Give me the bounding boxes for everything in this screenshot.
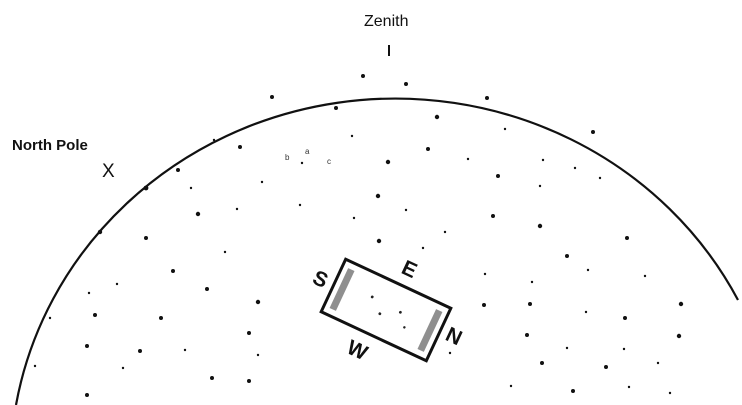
star-dot: [623, 316, 627, 320]
star-dot: [116, 283, 118, 285]
star-dot: [34, 365, 36, 367]
star-dot: [449, 352, 451, 354]
star-dot: [210, 376, 214, 380]
star-dot: [540, 361, 544, 365]
star-dot: [184, 349, 186, 351]
star-dot: [528, 302, 532, 306]
star-dot: [623, 348, 625, 350]
star-dot: [334, 106, 338, 110]
zenith-label: Zenith: [364, 13, 408, 31]
star-dot: [485, 96, 489, 100]
star-dot: [525, 333, 529, 337]
star-dot: [138, 349, 142, 353]
star-dot: [171, 269, 175, 273]
star-dot: [93, 313, 97, 317]
star-dot: [571, 389, 575, 393]
sky-dome-arc: [16, 99, 738, 405]
star-dot: [144, 236, 148, 240]
star-dot: [176, 168, 180, 172]
star-dot: [604, 365, 608, 369]
star-dot: [256, 300, 260, 304]
star-dot: [85, 344, 89, 348]
star-dot: [496, 174, 500, 178]
star-dot: [538, 224, 542, 228]
star-dot: [238, 145, 242, 149]
star-dot: [422, 247, 424, 249]
star-dot: [566, 347, 568, 349]
star-dot: [270, 95, 274, 99]
star-dot: [361, 74, 365, 78]
star-label-b: b: [285, 153, 289, 162]
star-dot: [144, 186, 149, 191]
star-dot: [531, 281, 533, 283]
star-dot: [482, 303, 486, 307]
star-dot: [669, 392, 671, 394]
star-dot: [261, 181, 263, 183]
star-dot: [257, 354, 259, 356]
star-dot: [386, 160, 390, 164]
star-dot: [587, 269, 589, 271]
star-dot: [426, 147, 430, 151]
star-dot: [574, 167, 576, 169]
north-pole-marker: X: [102, 161, 115, 183]
star-dot: [224, 251, 226, 253]
star-dot: [353, 217, 355, 219]
star-dot: [435, 115, 439, 119]
star-dot: [591, 130, 595, 134]
star-dot: [205, 287, 209, 291]
star-dot: [196, 212, 200, 216]
star-dot: [88, 292, 90, 294]
star-label-c: c: [327, 157, 331, 166]
star-dot: [122, 367, 124, 369]
star-dot: [190, 187, 192, 189]
star-dot: [625, 236, 629, 240]
star-dot: [504, 128, 506, 130]
star-dot: [299, 204, 301, 206]
star-label-a: a: [305, 147, 309, 156]
star-dot: [539, 185, 541, 187]
star-dot: [585, 311, 587, 313]
star-dot: [510, 385, 512, 387]
star-dot: [565, 254, 569, 258]
star-dot: [98, 230, 102, 234]
star-dot: [377, 239, 381, 243]
star-dot: [376, 194, 380, 198]
star-dot: [159, 316, 163, 320]
star-dot: [542, 159, 544, 161]
field-of-view-card: [321, 259, 451, 361]
star-dot: [491, 214, 495, 218]
star-dot: [213, 139, 215, 141]
star-dot: [677, 334, 681, 338]
star-dot: [404, 82, 408, 86]
north-pole-label: North Pole: [12, 137, 88, 154]
star-dot: [444, 231, 446, 233]
star-dot: [351, 135, 353, 137]
star-dot: [301, 162, 303, 164]
star-dot: [405, 209, 407, 211]
star-dot: [247, 331, 251, 335]
star-dot: [644, 275, 646, 277]
star-dot: [484, 273, 486, 275]
star-dot: [599, 177, 601, 179]
star-dot: [628, 386, 630, 388]
star-dot: [247, 379, 251, 383]
star-dot: [657, 362, 659, 364]
star-dot: [236, 208, 238, 210]
star-dot: [49, 317, 51, 319]
star-dot: [467, 158, 469, 160]
star-dot: [679, 302, 683, 306]
star-dot: [85, 393, 89, 397]
